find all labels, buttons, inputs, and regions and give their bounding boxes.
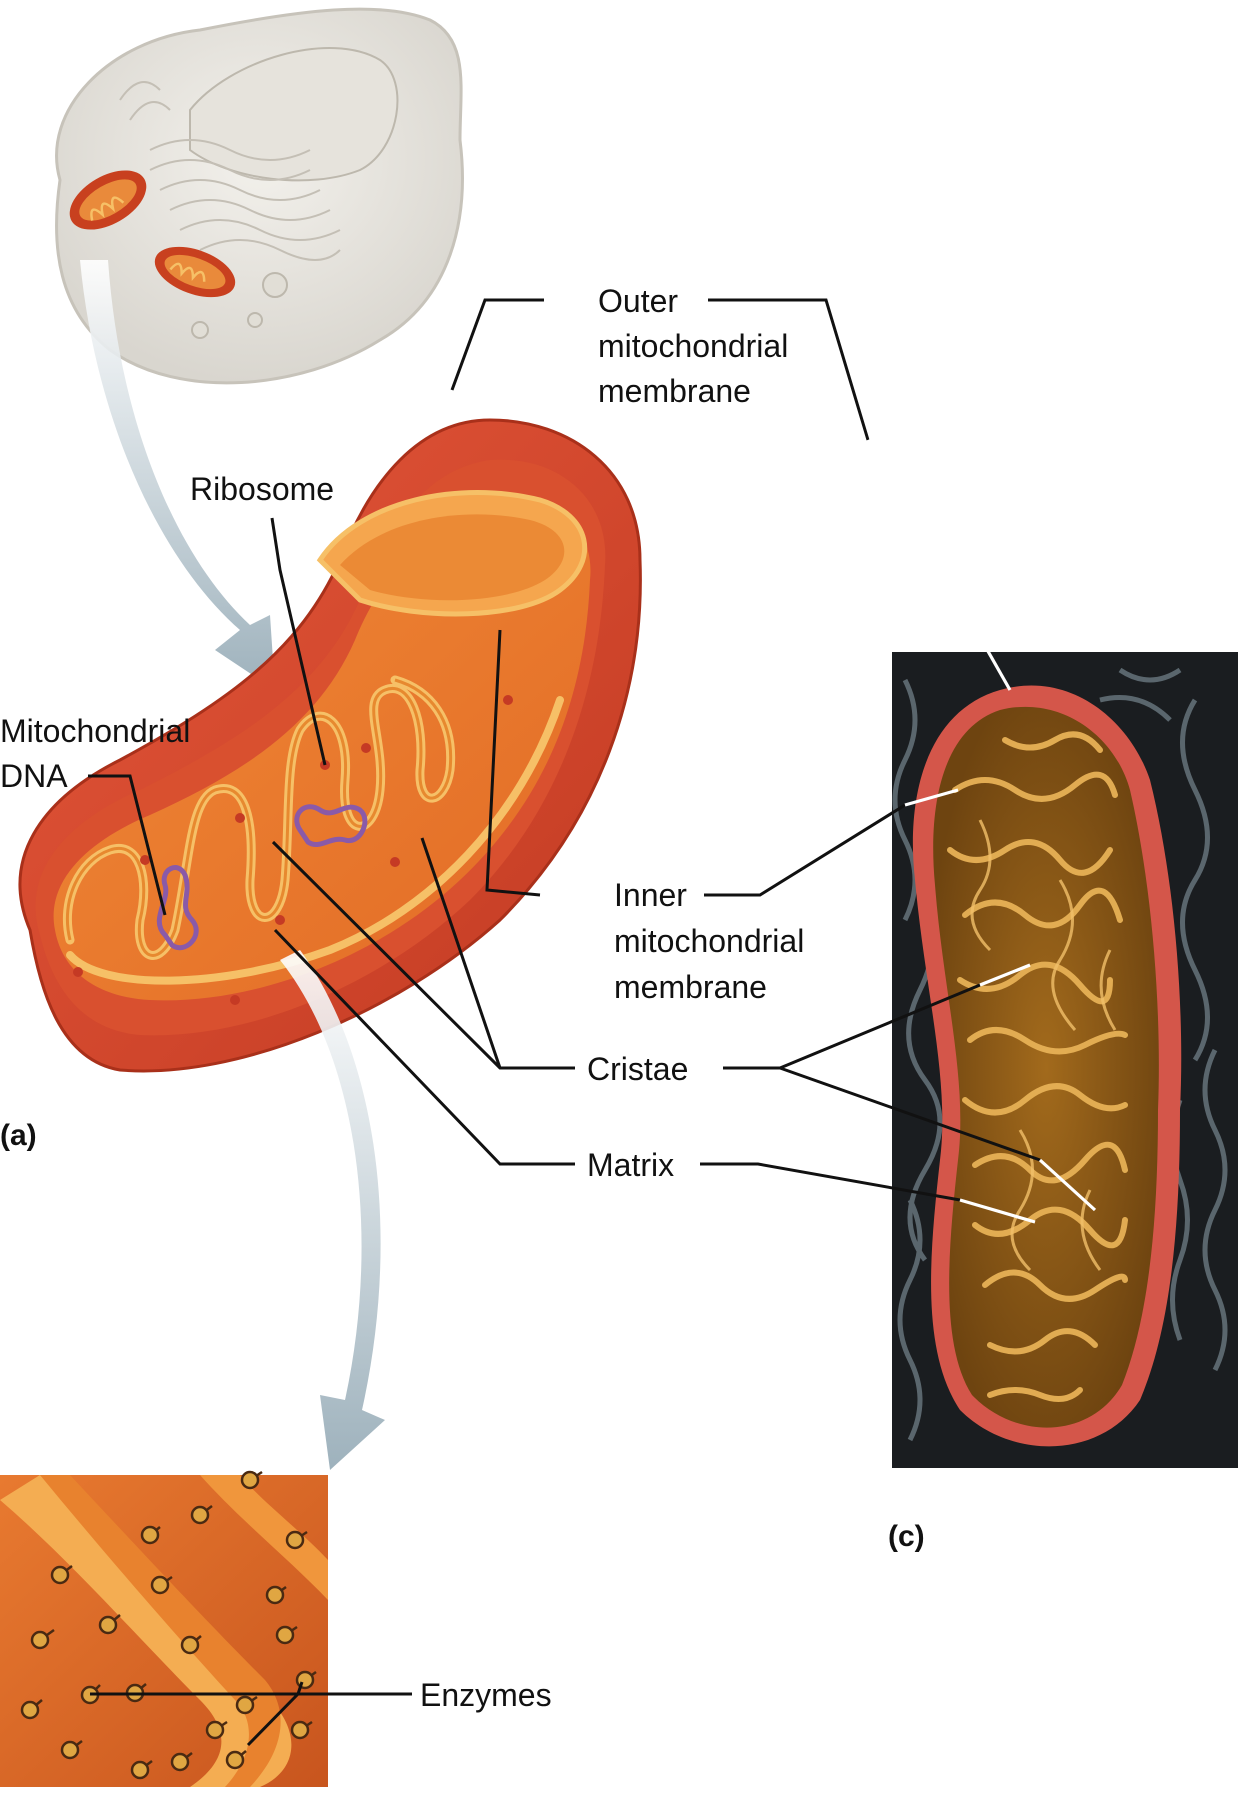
label-ribosome: Ribosome bbox=[190, 471, 334, 507]
label-mito-dna-line-1: Mitochondrial bbox=[0, 713, 190, 749]
enzyme-closeup bbox=[0, 1470, 328, 1787]
electron-micrograph bbox=[892, 652, 1238, 1468]
leader-lines bbox=[88, 298, 1097, 1747]
label-inner-line-3: membrane bbox=[614, 969, 767, 1005]
label-matrix: Matrix bbox=[587, 1147, 674, 1183]
zoom-arrow-top bbox=[80, 260, 275, 690]
label-cristae: Cristae bbox=[587, 1051, 688, 1087]
label-enzymes: Enzymes bbox=[420, 1677, 552, 1713]
cell-mitochondrion-1 bbox=[69, 170, 147, 230]
panel-label-a: (a) bbox=[0, 1119, 37, 1152]
ribosome-dots bbox=[73, 695, 513, 1005]
zoom-arrow-bottom bbox=[280, 950, 385, 1470]
label-outer-line-2: mitochondrial bbox=[598, 328, 788, 364]
panel-label-c: (c) bbox=[888, 1520, 925, 1553]
label-outer-line-1: Outer bbox=[598, 283, 678, 319]
label-inner-line-1: Inner bbox=[614, 877, 687, 913]
mitochondrial-dna-strand-2 bbox=[294, 804, 368, 847]
label-inner-line-2: mitochondrial bbox=[614, 923, 804, 959]
mitochondrial-dna-strand-1 bbox=[156, 865, 199, 951]
cell-illustration bbox=[55, 7, 464, 385]
label-mito-dna-line-2: DNA bbox=[0, 758, 68, 794]
cell-mitochondrion-2 bbox=[154, 246, 236, 298]
label-outer-line-3: membrane bbox=[598, 373, 751, 409]
